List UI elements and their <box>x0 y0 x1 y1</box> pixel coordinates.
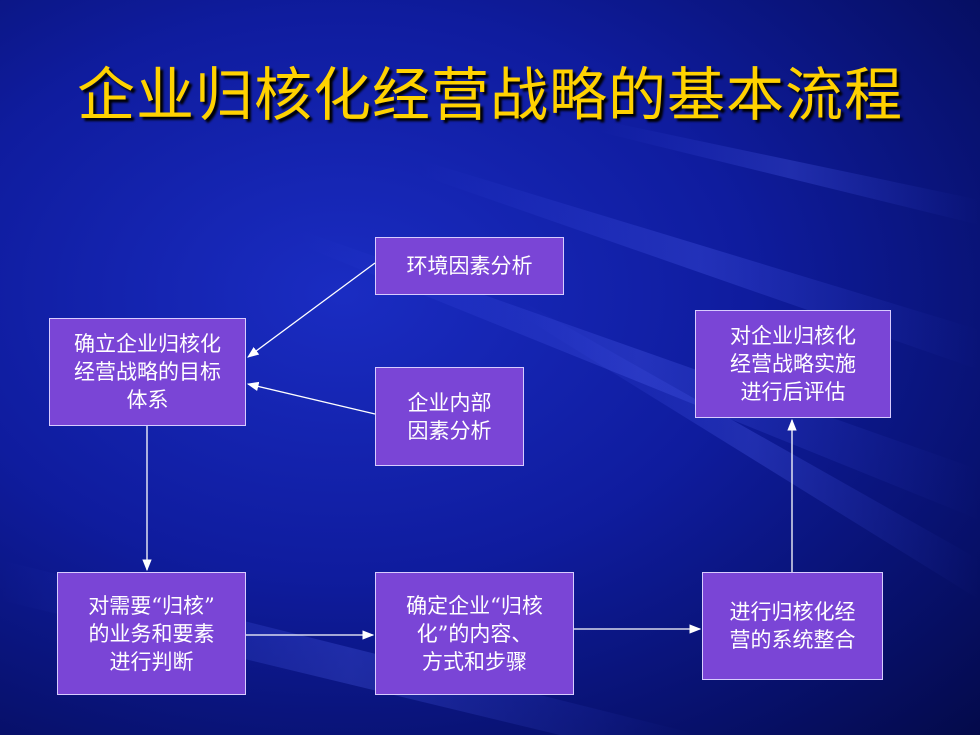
node-internal-analysis: 企业内部 因素分析 <box>375 367 524 466</box>
node-post-evaluation: 对企业归核化 经营战略实施 进行后评估 <box>695 310 891 418</box>
node-environment-analysis: 环境因素分析 <box>375 237 564 295</box>
node-goal-system: 确立企业归核化 经营战略的目标 体系 <box>49 318 246 426</box>
arrow-internal-to-goal <box>246 381 376 415</box>
node-system-integration: 进行归核化经 营的系统整合 <box>702 572 883 680</box>
slide-title: 企业归核化经营战略的基本流程 <box>76 61 903 129</box>
node-judgement: 对需要“归核” 的业务和要素 进行判断 <box>57 572 246 695</box>
node-content-method-steps: 确定企业“归核 化”的内容、 方式和步骤 <box>375 572 574 695</box>
arrow-environment-to-goal <box>247 262 376 358</box>
